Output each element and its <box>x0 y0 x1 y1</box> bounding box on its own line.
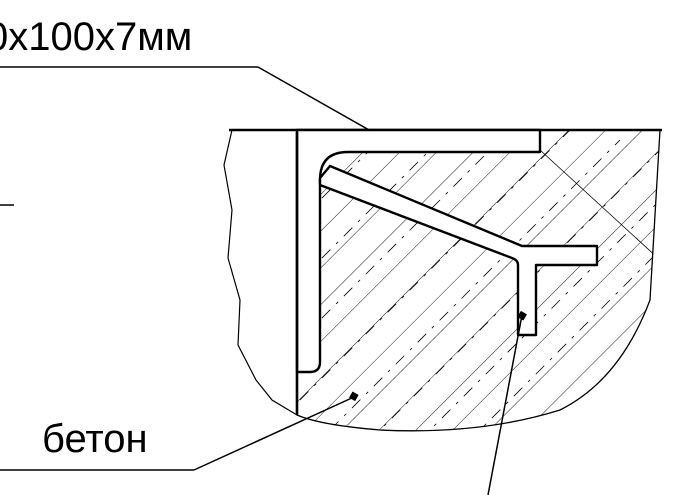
concrete-leader-dot <box>349 391 359 402</box>
anchor-bar <box>318 164 599 337</box>
angle-profile-label: 0x100x7мм <box>0 15 192 59</box>
concrete-outline <box>296 129 661 432</box>
concrete-thin-diagonal <box>539 149 660 261</box>
anchor-leader-line <box>487 314 523 495</box>
concrete-label: бетон <box>42 417 148 461</box>
concrete-leader-line <box>193 396 355 471</box>
wall-break-outline <box>223 129 298 416</box>
